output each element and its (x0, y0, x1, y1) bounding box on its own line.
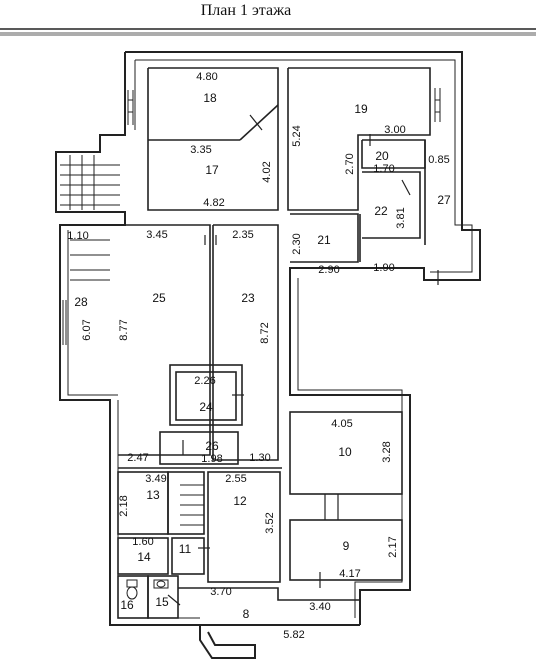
room-9-label: 9 (343, 539, 350, 553)
room-20-label: 20 (375, 149, 389, 163)
dim-3-00: 3.00 (384, 124, 405, 136)
room-27-label: 27 (437, 193, 451, 207)
dim-3-35: 3.35 (190, 144, 211, 156)
header-rule (0, 28, 536, 36)
dim-1-90: 1.90 (373, 262, 394, 274)
plan-title: План 1 этажа (201, 2, 292, 19)
left-stair (60, 155, 120, 210)
dim-8-77: 8.77 (118, 319, 130, 340)
outer-walls (55, 51, 481, 659)
room-11-label: 11 (179, 542, 192, 556)
toilet-icon (126, 579, 138, 600)
dim-6-07: 6.07 (81, 319, 93, 340)
room-18-label: 18 (203, 91, 217, 105)
room-21-label: 21 (317, 233, 331, 247)
dim-2-17: 2.17 (387, 536, 399, 557)
room-26-label: 26 (205, 439, 219, 453)
dim-4-80: 4.80 (196, 71, 217, 83)
dimension-labels: 4.80 5.24 3.00 3.35 4.02 2.70 1.70 0.85 … (67, 71, 449, 641)
room-13-label: 13 (146, 488, 160, 502)
room-12-label: 12 (233, 494, 247, 508)
doors (167, 114, 439, 606)
dim-2-18: 2.18 (118, 495, 130, 516)
dim-5-82: 5.82 (283, 629, 304, 641)
windows (62, 88, 441, 345)
room-24-label: 24 (199, 400, 213, 414)
room-23-label: 23 (241, 291, 255, 305)
room-15-label: 15 (155, 595, 169, 609)
sink-icon (153, 579, 169, 589)
room-labels: 18 17 19 20 22 27 21 25 23 28 24 26 10 1… (74, 91, 451, 621)
dim-2-55: 2.55 (225, 473, 246, 485)
dim-2-90: 2.90 (318, 264, 339, 276)
room-22-label: 22 (374, 204, 388, 218)
room-16-label: 16 (120, 598, 134, 612)
dim-3-52: 3.52 (264, 512, 276, 533)
dim-4-02: 4.02 (261, 161, 273, 182)
room-17-label: 17 (205, 163, 219, 177)
interior-walls (117, 67, 431, 619)
dim-3-70: 3.70 (210, 586, 231, 598)
dim-4-17: 4.17 (339, 568, 360, 580)
dim-2-26: 2.26 (194, 375, 215, 387)
dim-3-81: 3.81 (395, 207, 407, 228)
dim-1-30: 1.30 (249, 452, 270, 464)
dim-2-47: 2.47 (127, 452, 148, 464)
dim-2-30: 2.30 (291, 233, 303, 254)
dim-4-82: 4.82 (203, 197, 224, 209)
room-19-label: 19 (354, 102, 368, 116)
dim-1-60: 1.60 (132, 536, 153, 548)
room-14-label: 14 (137, 550, 151, 564)
dim-2-35: 2.35 (232, 229, 253, 241)
room-10-label: 10 (338, 445, 352, 459)
dim-1-98: 1.98 (201, 453, 222, 465)
dim-0-85: 0.85 (428, 154, 449, 166)
dim-4-05: 4.05 (331, 418, 352, 430)
small-stair (180, 484, 204, 526)
room-25-label: 25 (152, 291, 166, 305)
dim-5-24: 5.24 (291, 125, 303, 146)
dim-1-70: 1.70 (373, 163, 394, 175)
room-28-label: 28 (74, 295, 88, 309)
dim-3-28: 3.28 (381, 441, 393, 462)
dim-3-45: 3.45 (146, 229, 167, 241)
dim-8-72: 8.72 (259, 322, 271, 343)
dim-3-40: 3.40 (309, 601, 330, 613)
room-28-stair (70, 239, 110, 281)
room-8-label: 8 (243, 607, 250, 621)
dim-3-49: 3.49 (145, 473, 166, 485)
dim-1-10: 1.10 (67, 230, 88, 242)
dim-2-70: 2.70 (344, 153, 356, 174)
